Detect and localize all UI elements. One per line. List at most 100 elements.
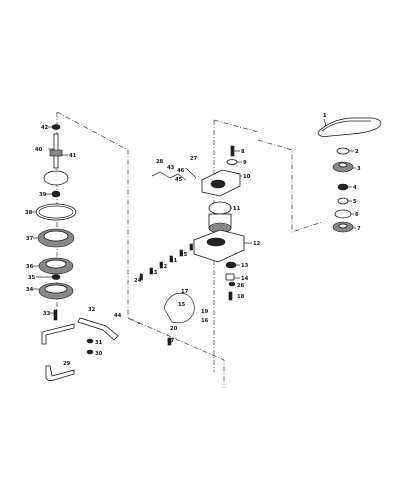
washer-2 <box>336 147 350 155</box>
screw-47 <box>167 337 172 346</box>
screw-20 <box>189 243 193 251</box>
callout-13: 13 <box>241 263 249 269</box>
terminal-screws <box>139 243 193 281</box>
callout-31: 31 <box>95 340 103 346</box>
seal-ring-38-inner <box>38 205 74 219</box>
callout-44: 44 <box>114 313 122 319</box>
callout-10: 10 <box>243 174 251 180</box>
callout-47: 47 <box>167 338 175 344</box>
callout-21: 21 <box>170 258 178 264</box>
callout-6: 6 <box>355 212 359 218</box>
callout-17: 17 <box>181 289 189 295</box>
nut-35 <box>51 274 61 280</box>
callout-7: 7 <box>357 226 361 232</box>
screw-22 <box>159 261 163 269</box>
screw-25 <box>179 249 183 257</box>
callout-20: 20 <box>170 326 178 332</box>
belt-assembly <box>317 117 382 233</box>
group-boundaries <box>56 111 323 388</box>
pulley-7-hub <box>338 223 348 229</box>
callout-40: 40 <box>35 147 43 153</box>
bracket-10-bore <box>210 179 226 189</box>
callout-12: 12 <box>253 241 261 247</box>
leader-1 <box>323 118 327 127</box>
left-group-boundary <box>56 111 225 388</box>
callout-2: 2 <box>355 149 359 155</box>
key-29 <box>45 365 75 382</box>
center-group-link <box>127 317 141 325</box>
callout-43: 43 <box>167 165 175 171</box>
callout-22: 22 <box>160 264 168 270</box>
callout-18: 18 <box>237 294 245 300</box>
callout-4: 4 <box>353 185 357 191</box>
washer-5 <box>337 197 349 205</box>
collar-41 <box>49 149 63 157</box>
screw-23 <box>149 267 153 275</box>
callout-32: 32 <box>88 307 96 313</box>
callout-41: 41 <box>69 153 77 159</box>
screw-18 <box>228 291 233 301</box>
drive-belt <box>317 117 382 137</box>
callout-8: 8 <box>241 149 245 155</box>
tool-set <box>41 317 119 382</box>
callout-labels: 1 2 3 4 5 6 7 8 9 10 11 12 13 14 15 16 1… <box>25 113 361 367</box>
gear-37-top <box>43 230 69 242</box>
callout-34: 34 <box>26 287 34 293</box>
wire-27 <box>185 167 197 179</box>
leader-lines <box>32 118 356 314</box>
right-group-boundary <box>257 139 323 233</box>
nut-42 <box>51 124 61 130</box>
bolt-8 <box>230 145 235 157</box>
callout-5: 5 <box>353 199 357 205</box>
ring-11 <box>208 201 232 215</box>
callout-45: 45 <box>175 177 183 183</box>
clip-14 <box>225 273 235 281</box>
callout-42: 42 <box>41 125 49 131</box>
bearing-upper <box>43 170 69 186</box>
gear-36-top <box>45 259 67 269</box>
nut-4 <box>337 183 349 191</box>
wrench-32 <box>41 323 75 345</box>
callout-37: 37 <box>26 236 34 242</box>
screw-24 <box>139 273 143 281</box>
seal-ring-38 <box>35 203 77 221</box>
callout-25: 25 <box>180 252 188 258</box>
handle-44 <box>77 317 119 341</box>
callout-36: 36 <box>26 264 34 270</box>
callout-26: 26 <box>237 283 245 289</box>
nut-13 <box>225 261 237 269</box>
callout-11: 11 <box>233 206 241 212</box>
drive-belt-inner <box>321 120 371 132</box>
callout-29: 29 <box>63 361 71 367</box>
callout-30: 30 <box>95 351 103 357</box>
callout-19: 19 <box>201 309 209 315</box>
callout-23: 23 <box>150 270 158 276</box>
pulley-3-hub <box>338 162 348 168</box>
callout-35: 35 <box>28 275 36 281</box>
callout-15: 15 <box>178 302 186 308</box>
callout-27: 27 <box>190 156 198 162</box>
center-assembly <box>139 145 245 346</box>
top-group-link <box>213 119 259 133</box>
callout-24: 24 <box>134 278 142 284</box>
spacer-6 <box>334 209 352 219</box>
wire-harness-17 <box>163 292 195 324</box>
callout-46: 46 <box>177 168 185 174</box>
nut-39 <box>51 190 61 198</box>
callout-14: 14 <box>241 276 249 282</box>
callout-38: 38 <box>25 210 33 216</box>
callout-3: 3 <box>357 166 361 172</box>
nut-30 <box>86 349 94 355</box>
washer-9 <box>226 159 238 165</box>
callout-39: 39 <box>39 192 47 198</box>
nut-31 <box>86 338 94 344</box>
callout-9: 9 <box>243 160 247 166</box>
wire-28 <box>151 171 187 181</box>
callout-33: 33 <box>43 311 51 317</box>
callout-1: 1 <box>323 113 327 119</box>
screw-21 <box>169 255 173 263</box>
nut-26 <box>228 281 236 287</box>
housing-12-bore <box>206 237 226 247</box>
